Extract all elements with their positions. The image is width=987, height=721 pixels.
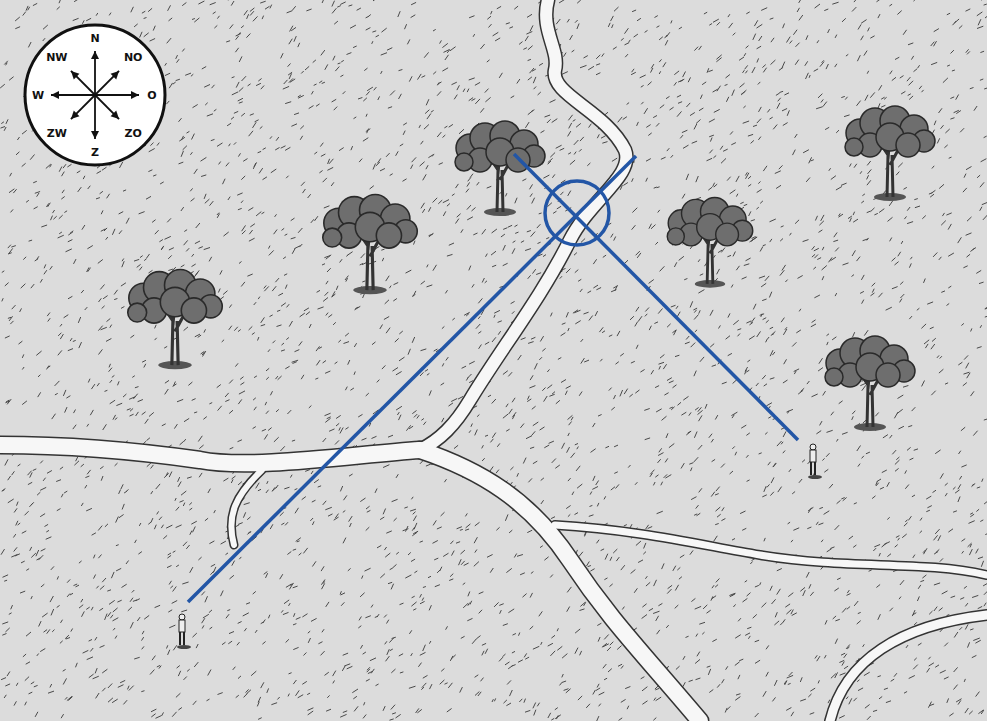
sight-line	[188, 156, 636, 602]
person-head	[810, 444, 816, 450]
tree-shadow	[854, 423, 886, 431]
compass-arrowhead	[111, 111, 119, 119]
compass-arrow	[95, 95, 119, 119]
tree-shadow	[484, 208, 516, 216]
person	[808, 444, 822, 479]
compass-direction: W	[32, 90, 44, 101]
compass-arrowhead	[111, 71, 119, 79]
tree-canopy	[825, 368, 843, 386]
compass-direction: Z	[91, 147, 99, 158]
tree-canopy	[896, 133, 920, 157]
tree-canopy	[667, 228, 684, 245]
tree	[825, 336, 915, 431]
stream-water	[420, 0, 626, 450]
stream-water	[0, 445, 420, 463]
compass-arrowhead	[71, 111, 79, 119]
tree-canopy	[455, 153, 473, 171]
person-legs	[180, 632, 184, 645]
tree-canopy	[128, 303, 147, 322]
compass-direction: NO	[124, 51, 143, 62]
trees	[128, 106, 935, 431]
person-head	[179, 614, 185, 620]
stream-water	[830, 615, 987, 721]
stream-bank	[830, 615, 987, 721]
person-legs	[811, 462, 815, 475]
stream-bank	[420, 450, 700, 721]
tree-canopy	[376, 223, 401, 248]
compass-direction: N	[90, 33, 99, 44]
compass-circle	[25, 25, 165, 165]
tree	[667, 197, 753, 287]
stream-bank	[555, 525, 987, 575]
person-shadow	[808, 475, 822, 479]
stream-water	[555, 525, 987, 575]
tree-shadow	[695, 280, 725, 288]
compass-arrowhead	[71, 71, 79, 79]
stream-bank	[0, 445, 420, 463]
compass-arrow	[71, 71, 95, 95]
person	[177, 614, 191, 649]
tree-canopy	[845, 138, 863, 156]
compass-direction: ZW	[47, 128, 67, 139]
compass-direction: O	[147, 90, 156, 101]
compass-arrow	[71, 95, 95, 119]
compass-arrowhead	[131, 91, 139, 99]
compass-rose: N NO O ZO Z ZW W NW	[22, 22, 168, 168]
compass-arrowhead	[91, 51, 99, 59]
tree-shadow	[874, 193, 906, 201]
tree-canopy	[181, 298, 206, 323]
sight-line	[514, 154, 798, 440]
tree	[323, 195, 418, 295]
tree-canopy	[876, 363, 900, 387]
person-shadow	[177, 645, 191, 649]
stream-bank	[420, 0, 626, 450]
tree	[128, 270, 223, 370]
tree-shadow	[353, 286, 387, 294]
tree	[455, 121, 545, 216]
compass-arrowhead	[51, 91, 59, 99]
compass-arrowhead	[91, 131, 99, 139]
tree-canopy	[323, 228, 342, 247]
compass-direction: NW	[46, 51, 67, 62]
person-body	[810, 450, 816, 462]
tree-canopy	[716, 223, 739, 246]
compass-arrow	[95, 71, 119, 95]
tree	[845, 106, 935, 201]
person-body	[179, 620, 185, 632]
compass-direction: ZO	[125, 128, 142, 139]
tree-shadow	[158, 361, 192, 369]
stream-water	[420, 450, 700, 721]
target-circle	[545, 181, 609, 245]
